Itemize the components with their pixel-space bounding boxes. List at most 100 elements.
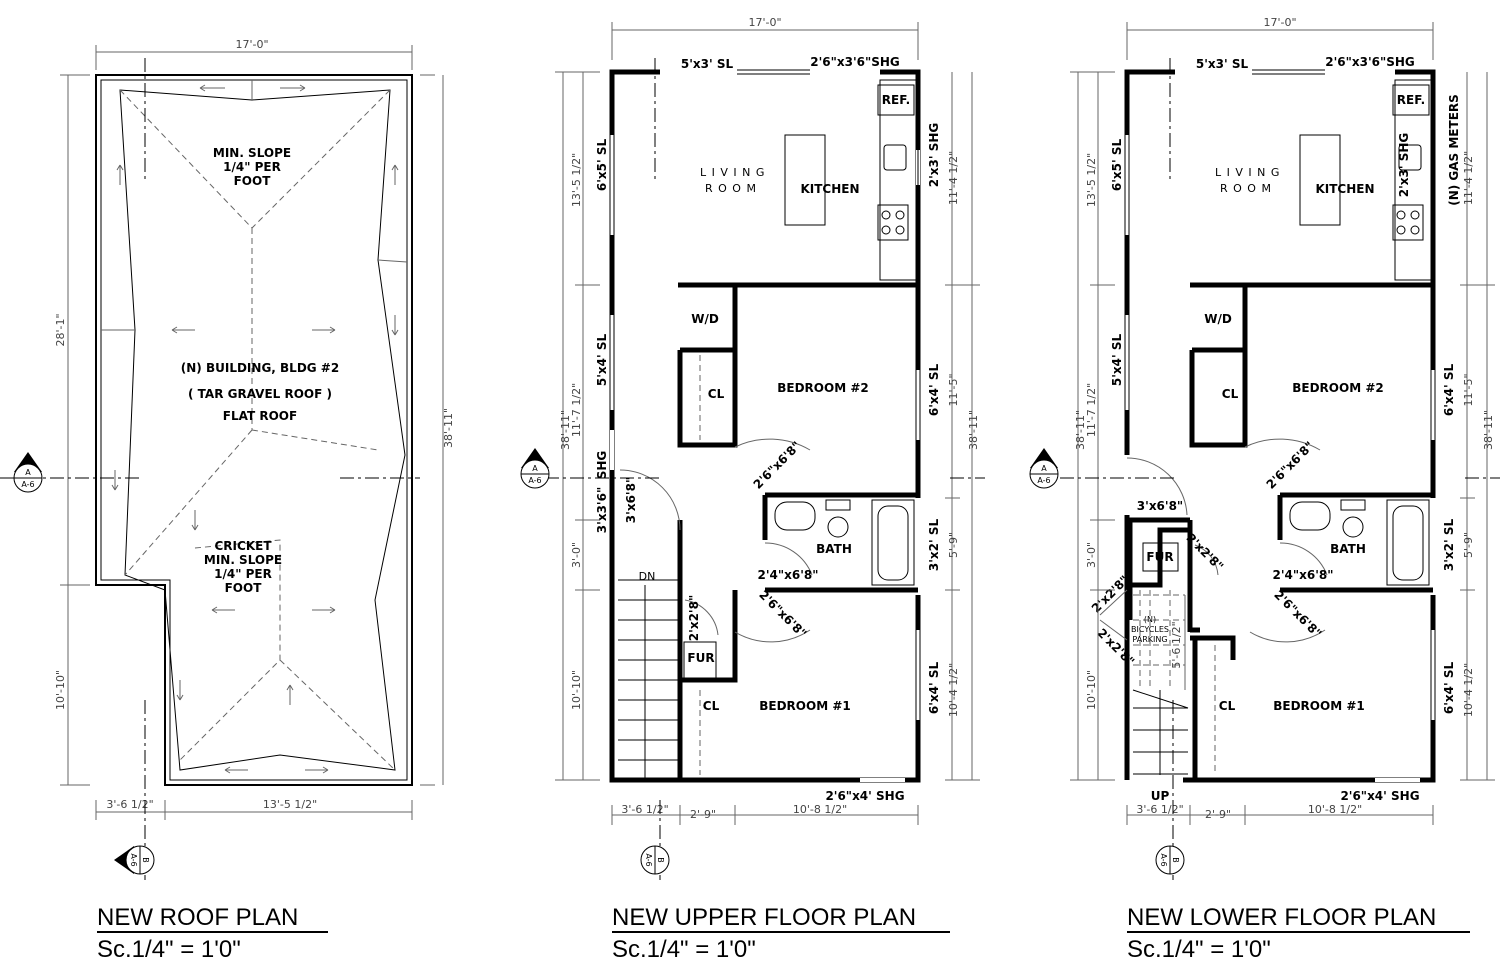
roof-note-cricket: CRICKET	[215, 539, 273, 553]
marker-letter: A	[1041, 464, 1047, 473]
room-label-living: L I V I N G	[1215, 166, 1280, 179]
dim-left: 11'-7 1/2"	[570, 383, 583, 437]
dim-left-total: 38'-11"	[1074, 410, 1087, 450]
room-label-living: L I V I N G	[700, 166, 765, 179]
door-label: 2'6"x6'8"	[1264, 439, 1317, 492]
section-marker-a-lower: A A-6	[1029, 448, 1059, 489]
label-ref: REF.	[1397, 93, 1425, 107]
dim-left: 3'-0"	[570, 542, 583, 568]
dim-bottom: 10'-8 1/2"	[1308, 803, 1362, 816]
marker-letter: B	[141, 857, 150, 863]
dim-bicycle-parking: 5'-6 1/2"	[1170, 621, 1183, 668]
window-label: 2'x3' SHG	[927, 123, 941, 188]
section-marker-b-roof: B A-6	[114, 845, 155, 875]
label-bicycle-parking: BICYCLES	[1131, 625, 1169, 634]
upper-floor-plan: L I V I N G R O O M KITCHEN REF. W/D CL …	[520, 16, 985, 963]
window-label: 2'6"x4' SHG	[825, 789, 904, 803]
roof-plan-scale: Sc.1/4" = 1'0"	[97, 936, 241, 963]
window-label: 6'x4' SL	[927, 662, 941, 715]
label-furnace: FUR	[687, 651, 714, 665]
dim-right: 10'-4 1/2"	[947, 663, 960, 717]
dim-left: 3'-0"	[1085, 542, 1098, 568]
dim-bottom: 3'-6 1/2"	[1136, 803, 1183, 816]
roof-plan: MIN. SLOPE 1/4" PER FOOT (N) BUILDING, B…	[0, 38, 455, 963]
roof-note-building: (N) BUILDING, BLDG #2	[181, 361, 339, 375]
dim-right-total: 38'-11"	[1482, 410, 1495, 450]
label-stairs-up: UP	[1151, 789, 1170, 803]
door-label: 2'6"x6'8"	[751, 439, 804, 492]
dim-width: 17'-0"	[748, 16, 781, 29]
dim-left-total: 38'-11"	[559, 410, 572, 450]
marker-sheet: A-6	[528, 476, 541, 485]
door-label: 2'4"x6'8"	[758, 568, 819, 582]
label-closet-bedroom2: CL	[708, 387, 725, 401]
lower-floor-plan: L I V I N G R O O M KITCHEN REF. W/D CL …	[1029, 16, 1500, 963]
roof-note-cricket-slope: MIN. SLOPE	[204, 553, 282, 567]
room-label-kitchen: KITCHEN	[1315, 182, 1374, 196]
window-label: 5'x4' SL	[1110, 334, 1124, 387]
window-label: 5'x3' SL	[1196, 57, 1249, 71]
room-label-bath: BATH	[1330, 542, 1366, 556]
roof-dim-left-lower: 10'-10"	[54, 670, 67, 710]
marker-letter: A	[532, 464, 538, 473]
door-label: 2'6"x6'8"	[1271, 588, 1324, 641]
dim-bottom: 2'-9"	[1205, 808, 1231, 821]
dim-left: 13'-5 1/2"	[1085, 153, 1098, 207]
slope-arrows	[111, 84, 399, 774]
label-stairs-down: DN	[639, 570, 656, 583]
dim-right: 11'-5"	[947, 373, 960, 406]
marker-sheet: A-6	[129, 853, 138, 866]
dim-right: 11'-4 1/2"	[1462, 151, 1475, 205]
door-label: 2'x2'8"	[687, 595, 701, 641]
room-label-bedroom2: BEDROOM #2	[777, 381, 868, 395]
roof-outline	[95, 74, 413, 786]
dim-right: 11'-5"	[1462, 373, 1475, 406]
marker-sheet: A-6	[1037, 476, 1050, 485]
window-label: 6'x4' SL	[927, 364, 941, 417]
window-label: 3'x2' SL	[927, 519, 941, 572]
dim-width: 17'-0"	[1263, 16, 1296, 29]
label-washer-dryer: W/D	[691, 312, 719, 326]
room-label-living-room: R O O M	[705, 182, 757, 195]
section-marker-b-upper: B A-6	[640, 845, 670, 875]
dim-left: 11'-7 1/2"	[1085, 383, 1098, 437]
door-label: 3'x6'8"	[624, 477, 638, 523]
window-label: 6'x4' SL	[1442, 662, 1456, 715]
dim-right-total: 38'-11"	[967, 410, 980, 450]
roof-plan-title: NEW ROOF PLAN	[97, 904, 298, 931]
exterior-walls	[1124, 69, 1436, 783]
stairs	[618, 579, 678, 780]
door-label: 3'x6'8"	[1137, 499, 1183, 513]
window-label: 2'x3' SHG	[1397, 133, 1411, 198]
dim-right: 10'-4 1/2"	[1462, 663, 1475, 717]
lower-plan-title: NEW LOWER FLOOR PLAN	[1127, 904, 1436, 931]
roof-note-slope-unit: FOOT	[234, 174, 272, 188]
marker-sheet: A-6	[1159, 853, 1168, 866]
upper-plan-title: NEW UPPER FLOOR PLAN	[612, 904, 916, 931]
window-label: 5'x4' SL	[595, 334, 609, 387]
roof-dim-bottom-left: 3'-6 1/2"	[106, 798, 153, 811]
window-label: 6'x5' SL	[1110, 139, 1124, 192]
roof-note-roof-type: ( TAR GRAVEL ROOF )	[188, 387, 332, 401]
label-bicycle-parking: PARKING	[1132, 635, 1167, 644]
bicycle-parking-area	[1133, 590, 1185, 690]
dim-bottom: 3'-6 1/2"	[621, 803, 668, 816]
window-label: 2'6"x3'6"SHG	[1325, 55, 1415, 69]
dim-right: 5'-9"	[947, 532, 960, 558]
window-label: SHG	[595, 451, 609, 480]
window-label: 6'x4' SL	[1442, 364, 1456, 417]
roof-note-slope: MIN. SLOPE	[213, 146, 291, 160]
label-bicycle-parking: (N)	[1144, 615, 1156, 624]
dim-right: 11'-4 1/2"	[947, 151, 960, 205]
roof-dim-width: 17'-0"	[235, 38, 268, 51]
roof-note-cricket-rate: 1/4" PER	[214, 567, 272, 581]
lower-plan-scale: Sc.1/4" = 1'0"	[1127, 936, 1271, 963]
window-label: 3'x3'6"	[595, 487, 609, 533]
dim-left: 10'-10"	[570, 670, 583, 710]
dim-bottom: 10'-8 1/2"	[793, 803, 847, 816]
roof-dim-bottom-right: 13'-5 1/2"	[263, 798, 317, 811]
window-label: 6'x5' SL	[595, 139, 609, 192]
roof-dim-left-upper: 28'-1"	[54, 313, 67, 346]
label-ref: REF.	[882, 93, 910, 107]
